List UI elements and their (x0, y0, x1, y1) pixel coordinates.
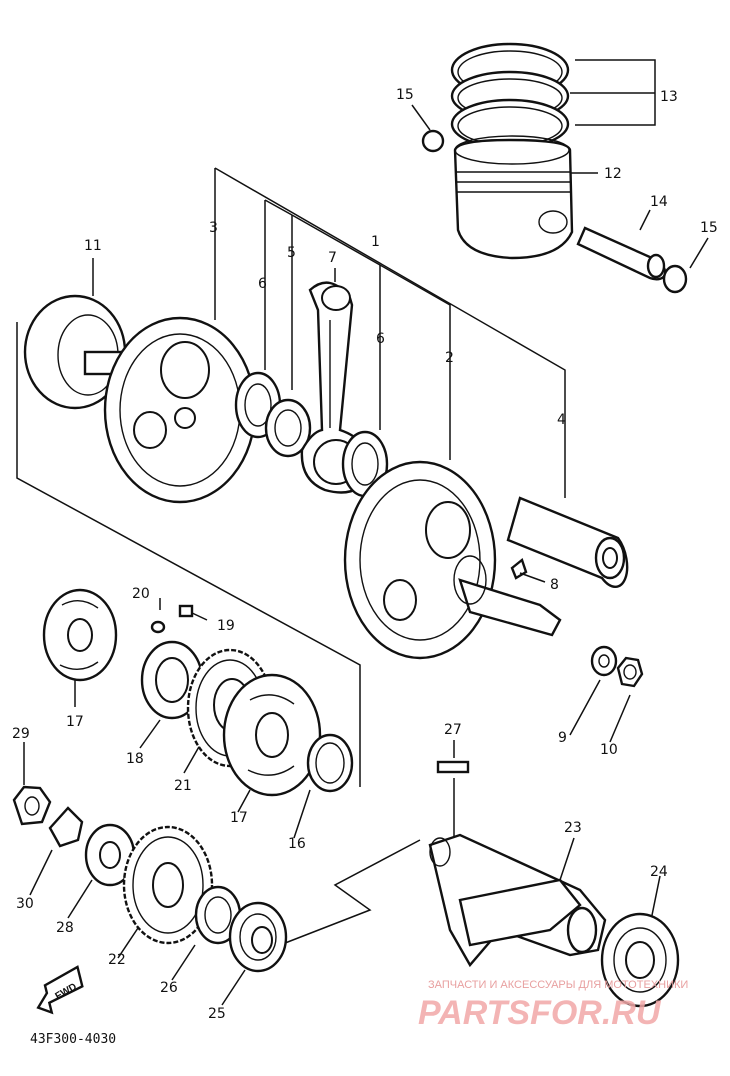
callout-29: 29 (12, 726, 30, 742)
nut-10 (616, 656, 644, 688)
callout-18: 18 (126, 751, 144, 767)
callout-2: 2 (445, 350, 454, 366)
lockwasher-30 (48, 806, 84, 848)
callout-24: 24 (650, 864, 668, 880)
callout-16: 16 (288, 836, 306, 852)
callout-5: 5 (287, 245, 296, 261)
callout-11: 11 (84, 238, 102, 254)
forward-arrow-icon: FWD (36, 965, 84, 1015)
watermark-logo: PARTSFOR.RU (418, 994, 662, 1032)
plate-17a (42, 588, 118, 682)
gear-22 (122, 825, 214, 945)
piston (453, 135, 574, 260)
bearing-26 (194, 885, 242, 945)
crank-pin (506, 496, 629, 588)
callout-13: 13 (660, 89, 678, 105)
callout-26: 26 (160, 980, 178, 996)
callout-30: 30 (16, 896, 34, 912)
crank-web-left (103, 316, 257, 504)
washer-16 (306, 733, 354, 793)
callout-25: 25 (208, 1006, 226, 1022)
watermark-tagline: ЗАПЧАСТИ И АКСЕССУАРЫ ДЛЯ МОТОТЕХНИКИ (428, 979, 688, 991)
needle-bearing (264, 398, 312, 458)
callout-22: 22 (108, 952, 126, 968)
callout-1: 1 (371, 234, 380, 250)
callout-4: 4 (557, 412, 566, 428)
watermark: ЗАПЧАСТИ И АКСЕССУАРЫ ДЛЯ МОТОТЕХНИКИ PA… (418, 979, 688, 1032)
callout-17: 17 (66, 714, 84, 730)
callout-17: 17 (230, 810, 248, 826)
nut-29 (12, 785, 52, 826)
callout-19: 19 (217, 618, 235, 634)
callout-6: 6 (376, 331, 385, 347)
callout-23: 23 (564, 820, 582, 836)
callout-21: 21 (174, 778, 192, 794)
callout-9: 9 (558, 730, 567, 746)
callout-14: 14 (650, 194, 668, 210)
bearing-24 (600, 912, 680, 1008)
bearing-25 (228, 901, 288, 973)
callout-27: 27 (444, 722, 462, 738)
screw-19 (178, 604, 194, 618)
callout-12: 12 (604, 166, 622, 182)
callout-3: 3 (209, 220, 218, 236)
leader-lines (16, 59, 709, 1006)
callout-6: 6 (258, 276, 267, 292)
plate-17b (222, 673, 322, 797)
key-27 (436, 760, 470, 774)
diagram-code: 43F300-4030 (30, 1032, 116, 1047)
callout-15: 15 (700, 220, 718, 236)
callout-7: 7 (328, 250, 337, 266)
callout-28: 28 (56, 920, 74, 936)
circlip-right (662, 264, 688, 294)
circlip (421, 129, 445, 153)
pin-20 (150, 620, 166, 634)
piston-pin (576, 226, 667, 281)
callout-20: 20 (132, 586, 150, 602)
collar-18 (140, 640, 204, 720)
woodruff-key (510, 557, 528, 580)
callout-15: 15 (396, 87, 414, 103)
callout-8: 8 (550, 577, 559, 593)
callout-10: 10 (600, 742, 618, 758)
crank-web-right (343, 460, 562, 660)
washer-9 (590, 645, 618, 677)
balancer-shaft-23 (428, 833, 607, 968)
piston-rings (450, 42, 570, 150)
